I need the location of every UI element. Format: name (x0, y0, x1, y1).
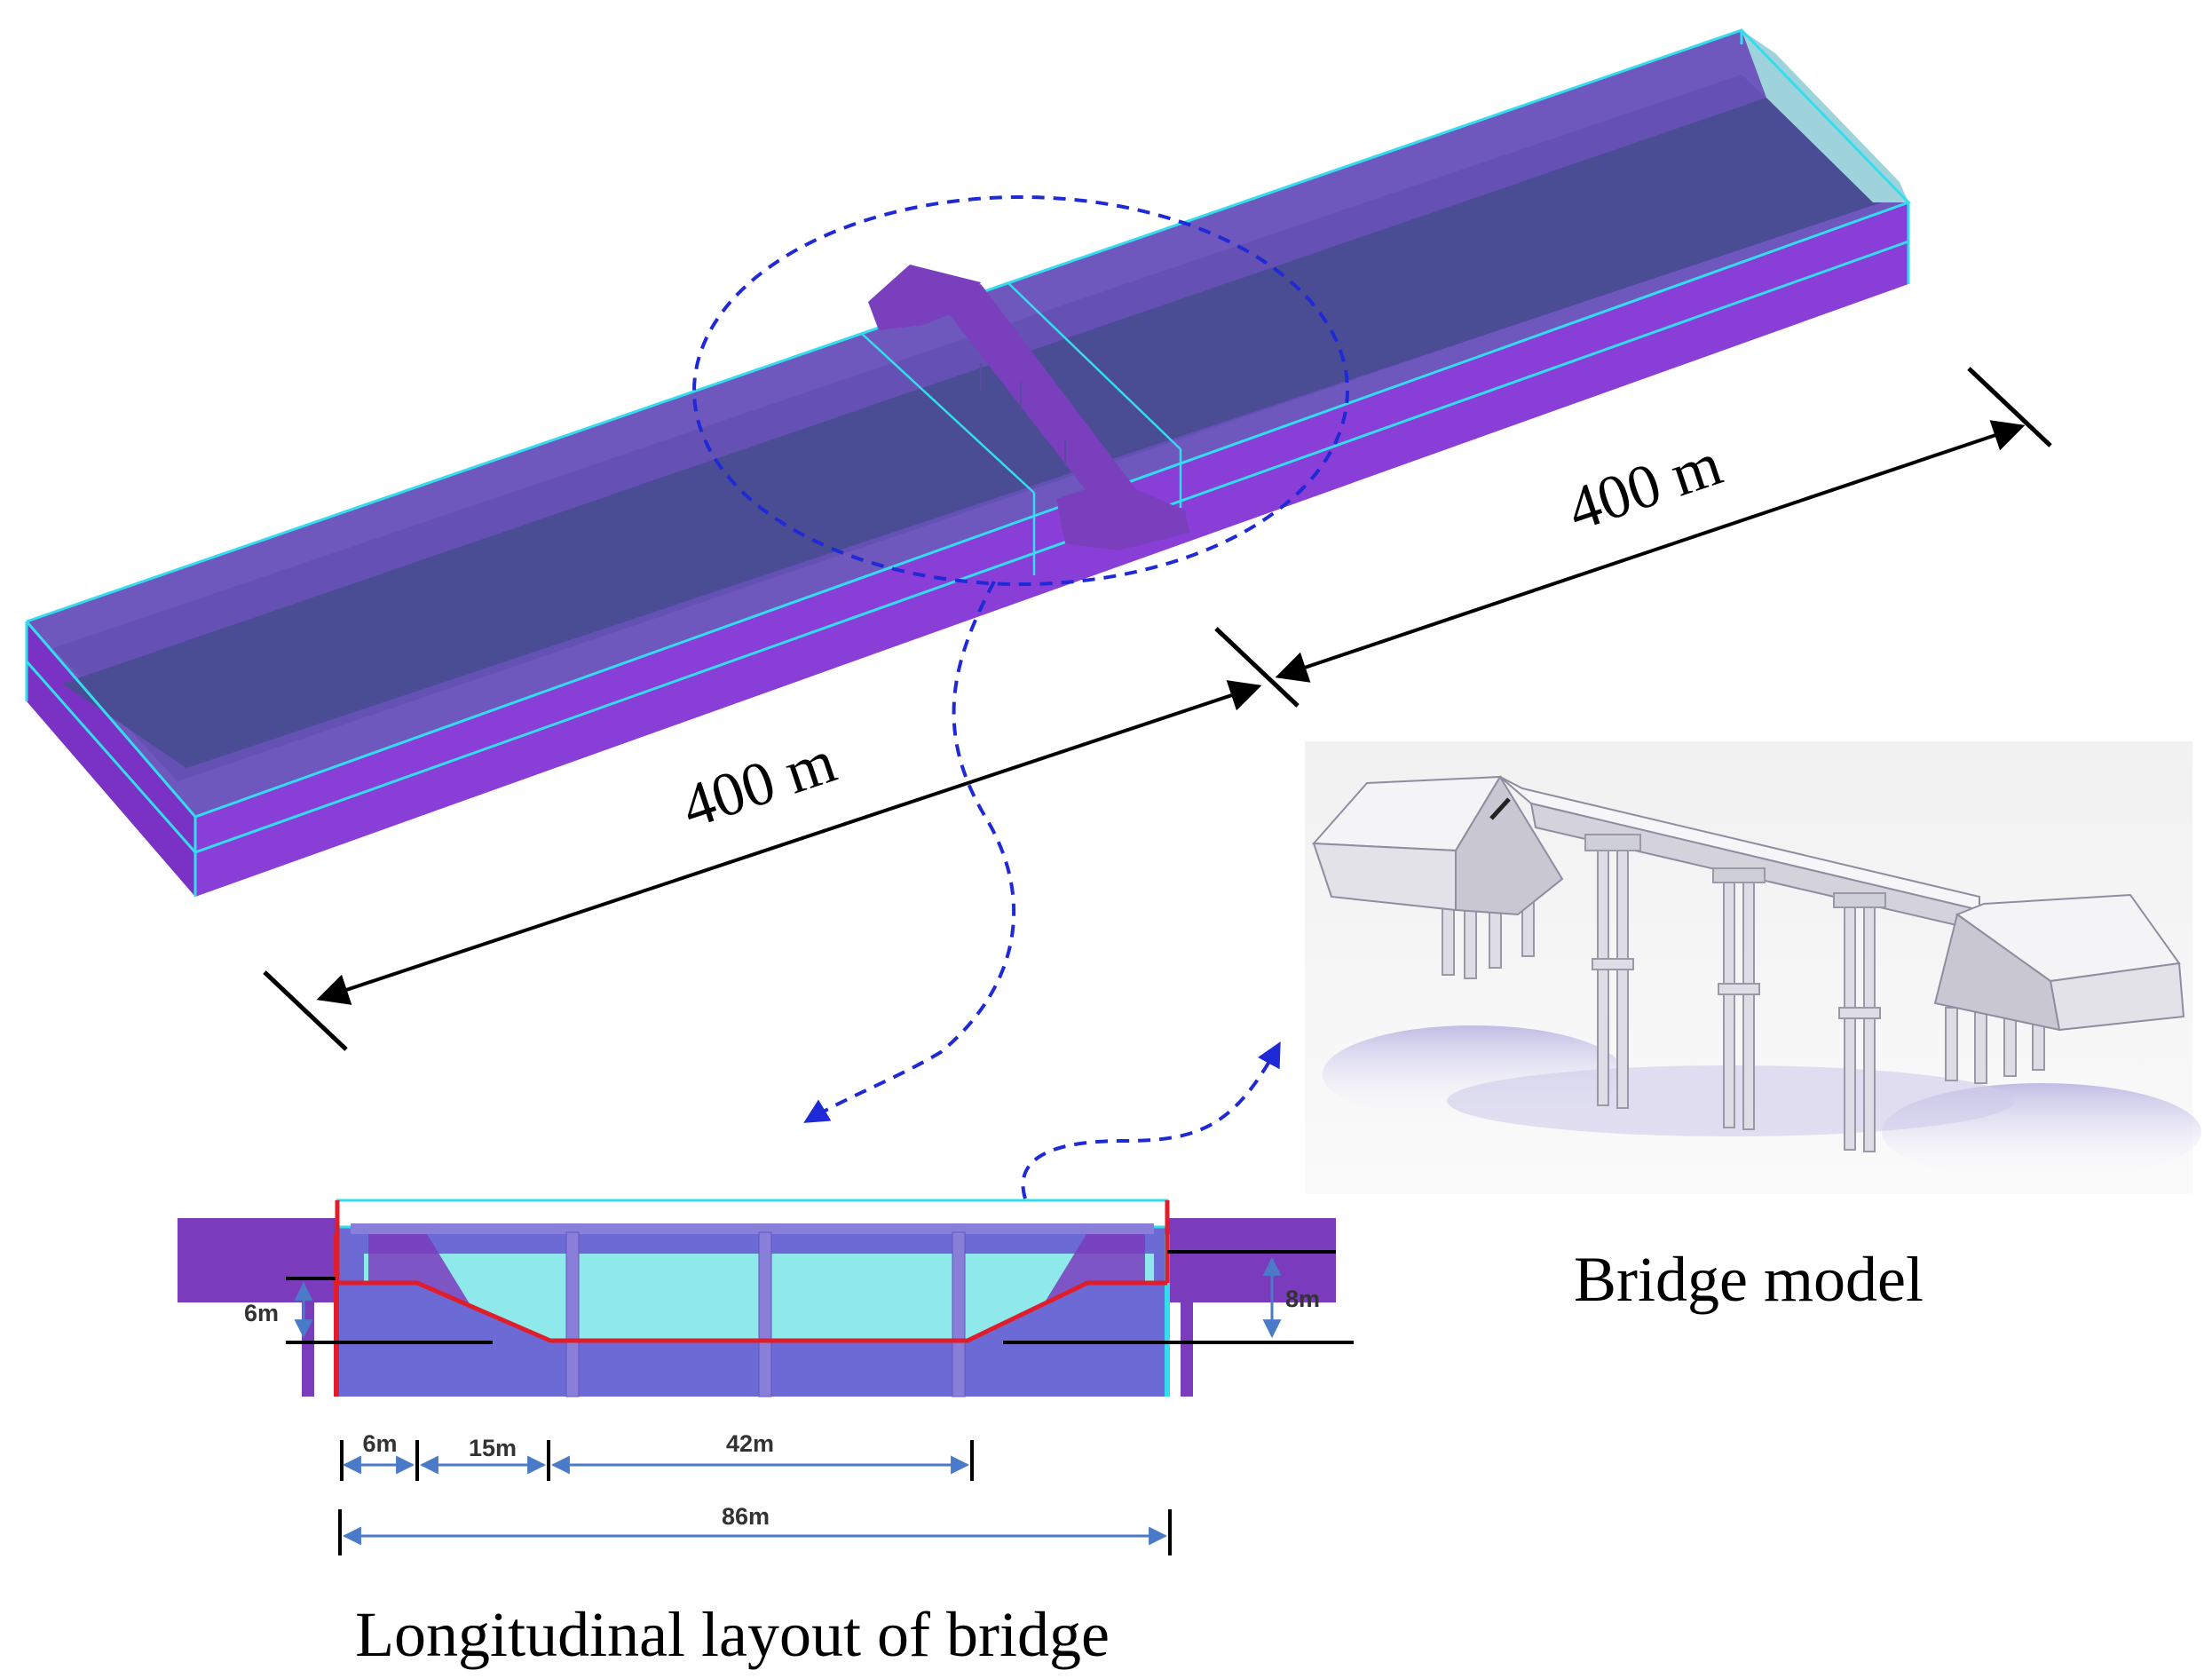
left-slope (368, 1218, 470, 1305)
dim-tick-start (263, 970, 348, 1051)
layout-deck-outline (336, 1199, 1169, 1229)
right-slope (1043, 1218, 1145, 1305)
dim-86m-label: 86m (722, 1503, 770, 1530)
longitudinal-layout: 6m 8m 6m 15m 42m 86m (178, 1199, 1354, 1555)
model-piers (1584, 834, 1886, 1152)
layout-piers (565, 1231, 966, 1397)
right-embankment (1167, 1218, 1336, 1302)
dim-42m-label: 42m (726, 1430, 774, 1457)
box-edges (25, 28, 1911, 897)
overview-bridge (868, 265, 1189, 550)
model-caption: Bridge model (1574, 1244, 1924, 1315)
box-end-face (27, 621, 195, 897)
dim-8m-vertical-label: 8m (1285, 1286, 1320, 1312)
layout-deck-beam (351, 1223, 1154, 1234)
left-abutment (1311, 775, 1564, 916)
callout-to-model (1021, 1041, 1281, 1199)
bridge-section-lines (860, 281, 1182, 575)
dim-6m-vertical-label: 6m (244, 1300, 279, 1326)
dim-line-right (1275, 420, 2026, 683)
channel-floor (62, 98, 1882, 768)
dim-label-right: 400 m (1560, 430, 1730, 544)
dim-tick-mid (1214, 627, 1300, 708)
bridge-zoom-ellipse (692, 195, 1349, 586)
channel-profile (337, 1280, 1167, 1343)
right-abutment (1933, 893, 2185, 1032)
dim-6m-label: 6m (362, 1430, 397, 1457)
bridge-model-render (1305, 741, 2201, 1194)
horizontal-dimensions: 6m 15m 42m 86m (338, 1430, 1172, 1555)
overview-abutment-far (868, 265, 981, 330)
callout-to-layout (803, 581, 1016, 1123)
callout-annotations (692, 195, 1349, 1199)
left-embankment (178, 1218, 346, 1302)
layout-caption: Longitudinal layout of bridge (355, 1599, 1110, 1670)
overview-abutment-near (1056, 479, 1189, 550)
dim-tick-end (1967, 367, 2052, 447)
dim-15m-label: 15m (469, 1435, 517, 1461)
reference-lines (286, 1250, 1354, 1344)
dim-label-left: 400 m (674, 727, 844, 842)
overview-bridge-deck (941, 284, 1141, 515)
dim-line-left (316, 680, 1262, 1005)
